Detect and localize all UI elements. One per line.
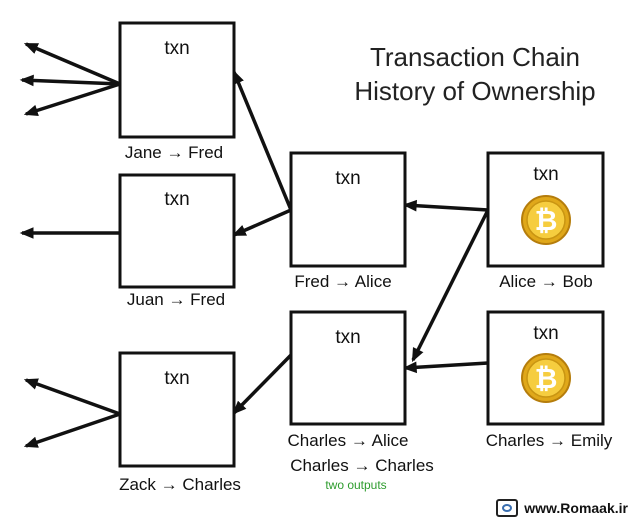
txn-caption: Juan → Fred — [127, 290, 225, 309]
txn-label: txn — [335, 168, 360, 189]
two-outputs-note: two outputs — [325, 478, 386, 492]
bitcoin-coin-icon: ₿ — [521, 195, 571, 245]
watermark-text: www.Romaak.ir — [524, 500, 628, 516]
txn-caption: Alice → Bob — [499, 272, 593, 291]
arrow-alice-bob-to-charles-alice — [411, 209, 490, 363]
txn-caption-line-1: Charles → Alice — [288, 431, 409, 450]
bitcoin-symbol: ₿ — [535, 363, 558, 394]
txn-box — [118, 21, 236, 139]
bitcoin-coin-icon: ₿ — [521, 353, 571, 403]
txn-fred-alice: txn Fred → Alice — [289, 151, 407, 291]
txn-jane-fred: txn Jane → Fred — [118, 21, 236, 162]
txn-alice-bob: txn ₿ Alice → Bob — [486, 151, 605, 291]
txn-label: txn — [533, 164, 558, 185]
txn-label: txn — [164, 368, 189, 389]
txn-caption: Charles → Emily — [486, 431, 613, 450]
romaak-logo-icon — [496, 499, 519, 517]
bitcoin-symbol: ₿ — [535, 205, 558, 236]
txn-box — [118, 351, 236, 468]
txn-charles-alice: txn Charles → Alice Charles → Charles tw… — [288, 310, 434, 492]
txn-caption: Zack → Charles — [119, 475, 241, 494]
txn-charles-emily: txn ₿ Charles → Emily — [486, 310, 613, 450]
txn-box — [289, 310, 407, 426]
txn-label: txn — [533, 323, 558, 344]
txn-zack-charles: txn Zack → Charles — [118, 351, 241, 494]
title-line-2: History of Ownership — [354, 76, 595, 106]
txn-caption: Jane → Fred — [125, 143, 223, 162]
txn-juan-fred: txn Juan → Fred — [118, 173, 236, 309]
txn-label: txn — [164, 38, 189, 59]
arrow-charles-emily-to-charles-alice — [402, 361, 489, 374]
txn-caption: Fred → Alice — [294, 272, 391, 291]
arrow-jane-fred-out-1 — [23, 42, 121, 86]
arrow-fred-alice-to-jane-fred — [232, 69, 293, 211]
arrow-charles-alice-to-zack-charles — [232, 353, 293, 415]
arrow-zack-charles-out-2 — [23, 412, 121, 448]
arrow-zack-charles-out-1 — [23, 378, 121, 416]
txn-label: txn — [335, 327, 360, 348]
arrow-alice-bob-to-fred-alice — [402, 199, 489, 212]
arrow-jane-fred-out-2 — [19, 74, 121, 87]
txn-caption-line-2: Charles → Charles — [290, 456, 434, 475]
txn-box — [289, 151, 407, 268]
title-line-1: Transaction Chain — [370, 42, 580, 72]
txn-box — [118, 173, 236, 289]
txn-label: txn — [164, 189, 189, 210]
ownership-arrows — [19, 42, 490, 448]
arrow-fred-alice-to-juan-fred — [231, 208, 292, 237]
arrow-jane-fred-out-3 — [23, 82, 121, 117]
romaak-watermark: www.Romaak.ir — [496, 499, 628, 517]
